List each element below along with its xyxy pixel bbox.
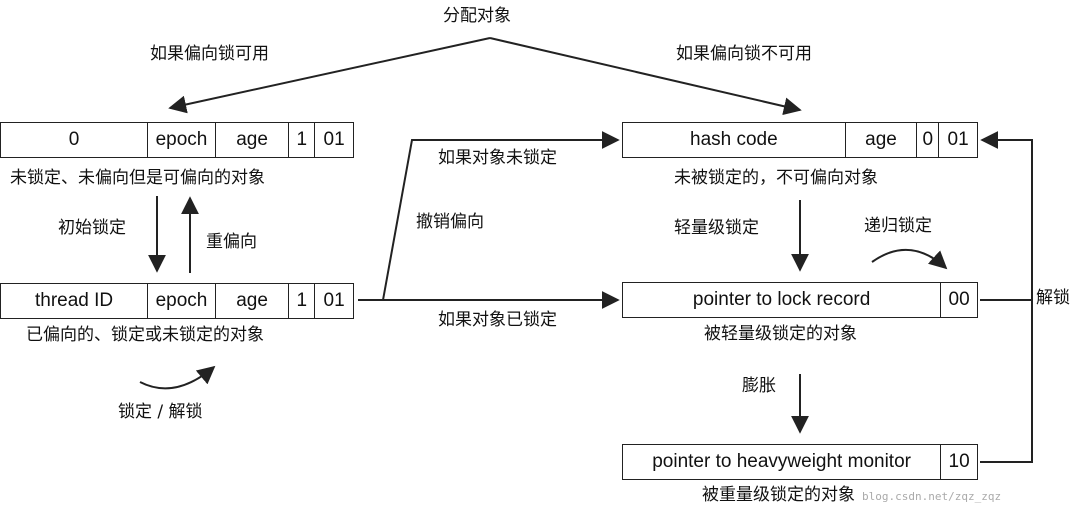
label-lightweight-state: 被轻量级锁定的对象 — [704, 324, 857, 344]
arrow-lock-unlock — [139, 365, 216, 390]
field-biased-bit: 0 — [917, 123, 940, 157]
field-biased-bit: 1 — [289, 123, 316, 157]
label-rebias: 重偏向 — [206, 232, 257, 252]
label-allocate-object: 分配对象 — [443, 6, 511, 26]
arrow-revoke-unlocked — [358, 131, 620, 301]
mark-word-unlocked: hash code age 0 01 — [622, 122, 978, 158]
arrow-to-unbiasable — [489, 37, 802, 116]
label-inflate: 膨胀 — [742, 376, 776, 396]
label-heavyweight-state: 被重量级锁定的对象 — [702, 485, 855, 505]
field-thread-id: thread ID — [1, 284, 149, 318]
field-lock-record-pointer: pointer to lock record — [623, 283, 942, 317]
field-age: age — [846, 123, 918, 157]
arrow-recursive — [871, 249, 948, 270]
field-lock-bits: 10 — [948, 451, 970, 472]
label-lightweight-lock: 轻量级锁定 — [674, 218, 759, 238]
label-if-not-biasable: 如果偏向锁不可用 — [676, 44, 812, 64]
label-biased-state: 已偏向的、锁定或未锁定的对象 — [26, 325, 264, 345]
label-if-locked: 如果对象已锁定 — [438, 310, 557, 330]
field-hash-code: hash code — [623, 123, 846, 157]
field-lock-bits: 00 — [948, 289, 970, 310]
field-zero: 0 — [1, 123, 149, 157]
label-if-biasable: 如果偏向锁可用 — [150, 44, 269, 64]
label-initial-lock: 初始锁定 — [58, 218, 126, 238]
label-if-unlocked: 如果对象未锁定 — [438, 148, 557, 168]
arrow-to-biasable — [168, 37, 491, 114]
mark-word-unbiased: 0 epoch age 1 01 — [0, 122, 354, 158]
label-unlocked-state: 未被锁定的，不可偏向对象 — [674, 168, 878, 188]
mark-word-heavyweight: pointer to heavyweight monitor 10 — [622, 444, 978, 480]
field-lock-bits: 01 — [947, 129, 969, 150]
field-monitor-pointer: pointer to heavyweight monitor — [623, 445, 942, 479]
field-lock-bits: 01 — [323, 129, 345, 150]
field-epoch: epoch — [148, 123, 216, 157]
label-unbiased-state: 未锁定、未偏向但是可偏向的对象 — [10, 168, 265, 188]
label-unlock: 解锁 — [1036, 288, 1070, 308]
field-biased-bit: 1 — [289, 284, 316, 318]
field-epoch: epoch — [148, 284, 216, 318]
label-recursive-lock: 递归锁定 — [864, 216, 932, 236]
mark-word-biased: thread ID epoch age 1 01 — [0, 283, 354, 319]
field-age: age — [216, 123, 290, 157]
field-lock-bits: 01 — [323, 290, 345, 311]
watermark: blog.csdn.net/zqz_zqz — [862, 490, 1002, 503]
field-age: age — [216, 284, 290, 318]
label-revoke-bias: 撤销偏向 — [416, 212, 484, 232]
mark-word-lightweight: pointer to lock record 00 — [622, 282, 978, 318]
arrow-unlock-loop — [980, 131, 1033, 463]
label-lock-unlock: 锁定 / 解锁 — [118, 402, 203, 422]
